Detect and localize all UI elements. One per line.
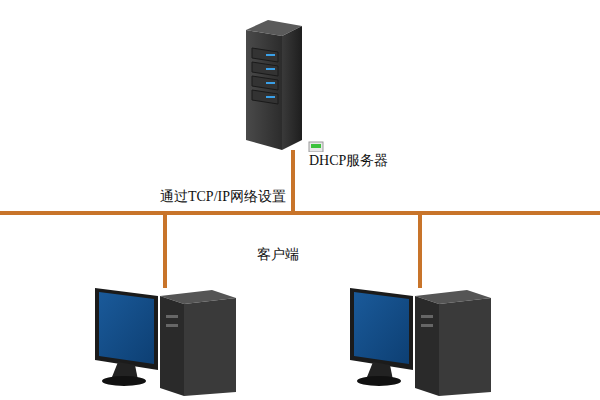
status-icon	[309, 142, 323, 152]
client-computer	[350, 288, 491, 396]
server-tower	[246, 20, 302, 150]
client-computer	[95, 288, 236, 396]
diagram-label: DHCP服务器	[307, 152, 390, 170]
diagram-label: 通过TCP/IP网络设置	[158, 188, 288, 206]
diagram-label: 客户端	[255, 246, 301, 264]
network-cable	[0, 150, 600, 288]
